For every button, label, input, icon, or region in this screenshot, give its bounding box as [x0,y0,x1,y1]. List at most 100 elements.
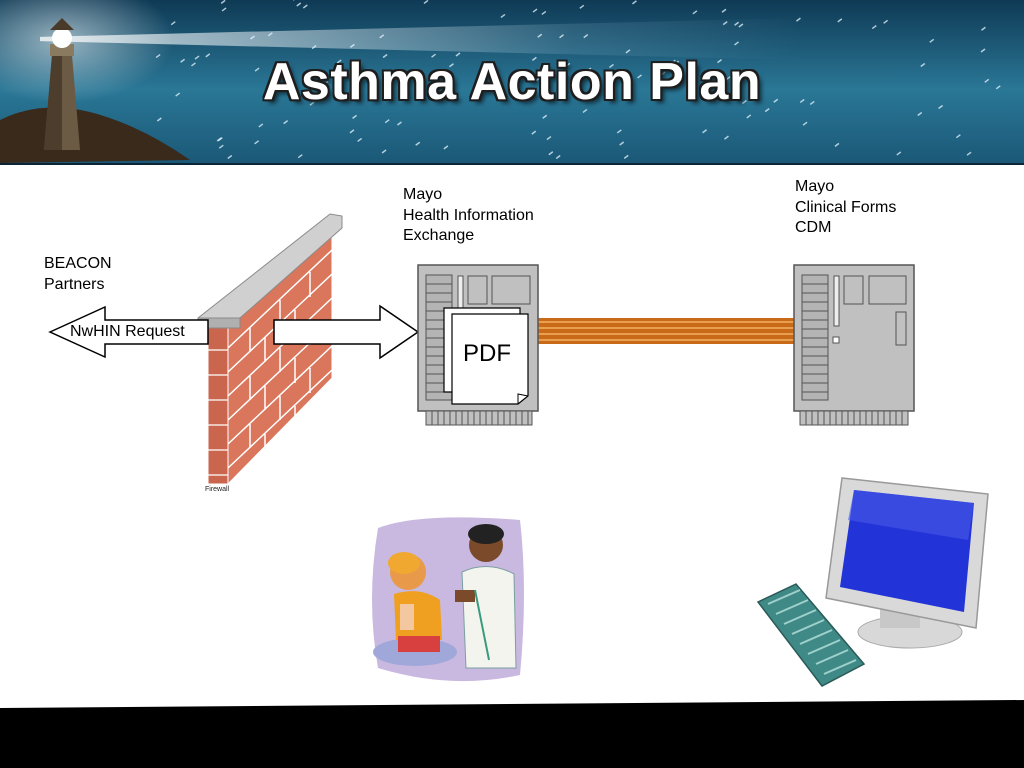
star-streak [384,119,390,124]
star-streak [535,77,541,82]
star-streak [583,34,589,39]
star-streak [194,55,200,60]
star-streak [546,135,552,141]
star-streak [734,41,739,46]
star-streak [309,101,315,106]
star-streak [929,38,935,43]
star-streak [311,45,317,50]
star-streak [734,21,740,26]
star-streak [530,75,536,80]
network-cable [538,318,794,344]
star-streak [258,123,264,128]
star-streak [637,74,642,79]
star-streak [662,62,668,67]
footer-bar [0,700,1024,768]
star-streak [283,120,289,125]
star-streak [802,121,808,126]
star-streak [514,84,520,89]
inbound-arrow [273,304,420,360]
star-streak [659,66,665,72]
star-streak [170,21,176,26]
cdm-server-icon [793,264,915,426]
star-streak [917,111,923,117]
star-streak [721,8,727,13]
nwhin-request-arrow [48,305,209,359]
star-streak [423,0,429,5]
star-streak [981,26,986,31]
star-streak [670,59,676,64]
star-streak [799,98,805,104]
star-streak [738,23,744,28]
star-streak [250,35,255,40]
star-streak [555,154,561,160]
star-streak [623,154,629,159]
star-streak [582,108,588,114]
star-streak [980,48,986,53]
star-streak [357,137,363,143]
star-streak [381,149,387,154]
star-streak [392,74,398,79]
star-streak [156,117,162,122]
star-streak [216,137,222,142]
star-streak [175,92,181,97]
star-streak [773,98,779,103]
star-streak [323,80,329,86]
star-streak [809,100,815,106]
pdf-label: PDF [463,340,511,367]
star-streak [297,154,303,159]
star-streak [795,17,801,22]
star-streak [205,53,211,58]
star-streak [218,144,224,149]
star-streak [938,104,944,110]
hie-server-icon [417,264,539,426]
star-streak [995,85,1001,90]
star-streak [984,78,990,83]
star-streak [920,62,926,68]
star-streak [254,67,260,72]
star-streak [724,135,729,140]
star-streak [220,0,226,4]
lighthouse-icon [0,18,190,163]
star-streak [443,145,449,150]
star-streak [883,19,889,24]
star-streak [191,62,196,67]
star-streak [455,52,461,57]
star-streak [632,0,637,5]
star-streak [746,114,752,119]
computer-clipart [756,477,989,687]
star-streak [531,56,537,61]
star-streak [871,24,877,30]
star-streak [565,62,571,67]
star-streak [296,2,302,7]
star-streak [559,34,564,39]
star-streak [379,34,385,39]
star-streak [227,154,233,160]
star-streak [541,66,547,71]
beacon-partners-label: BEACON Partners [44,255,112,293]
star-streak [500,13,506,19]
star-streak [397,121,402,126]
star-streak [966,151,972,156]
star-streak [349,43,355,48]
star-streak [837,18,843,23]
firewall-label: Firewall [205,486,230,493]
star-streak [955,134,961,139]
firewall-icon [197,213,343,486]
star-streak [254,140,260,145]
star-field [155,0,1001,160]
star-streak [764,108,770,113]
star-streak [660,71,666,76]
star-streak [616,129,622,134]
doctor-patient-clipart [372,517,524,682]
star-streak [619,141,625,146]
pdf-document-icon [443,307,529,405]
star-streak [532,8,538,13]
star-streak [542,114,548,119]
star-streak [722,21,728,26]
star-streak [336,59,342,64]
page-title: Asthma Action Plan [262,53,762,111]
star-streak [896,151,902,156]
star-streak [352,114,358,119]
star-streak [221,7,227,12]
star-streak [717,59,722,64]
